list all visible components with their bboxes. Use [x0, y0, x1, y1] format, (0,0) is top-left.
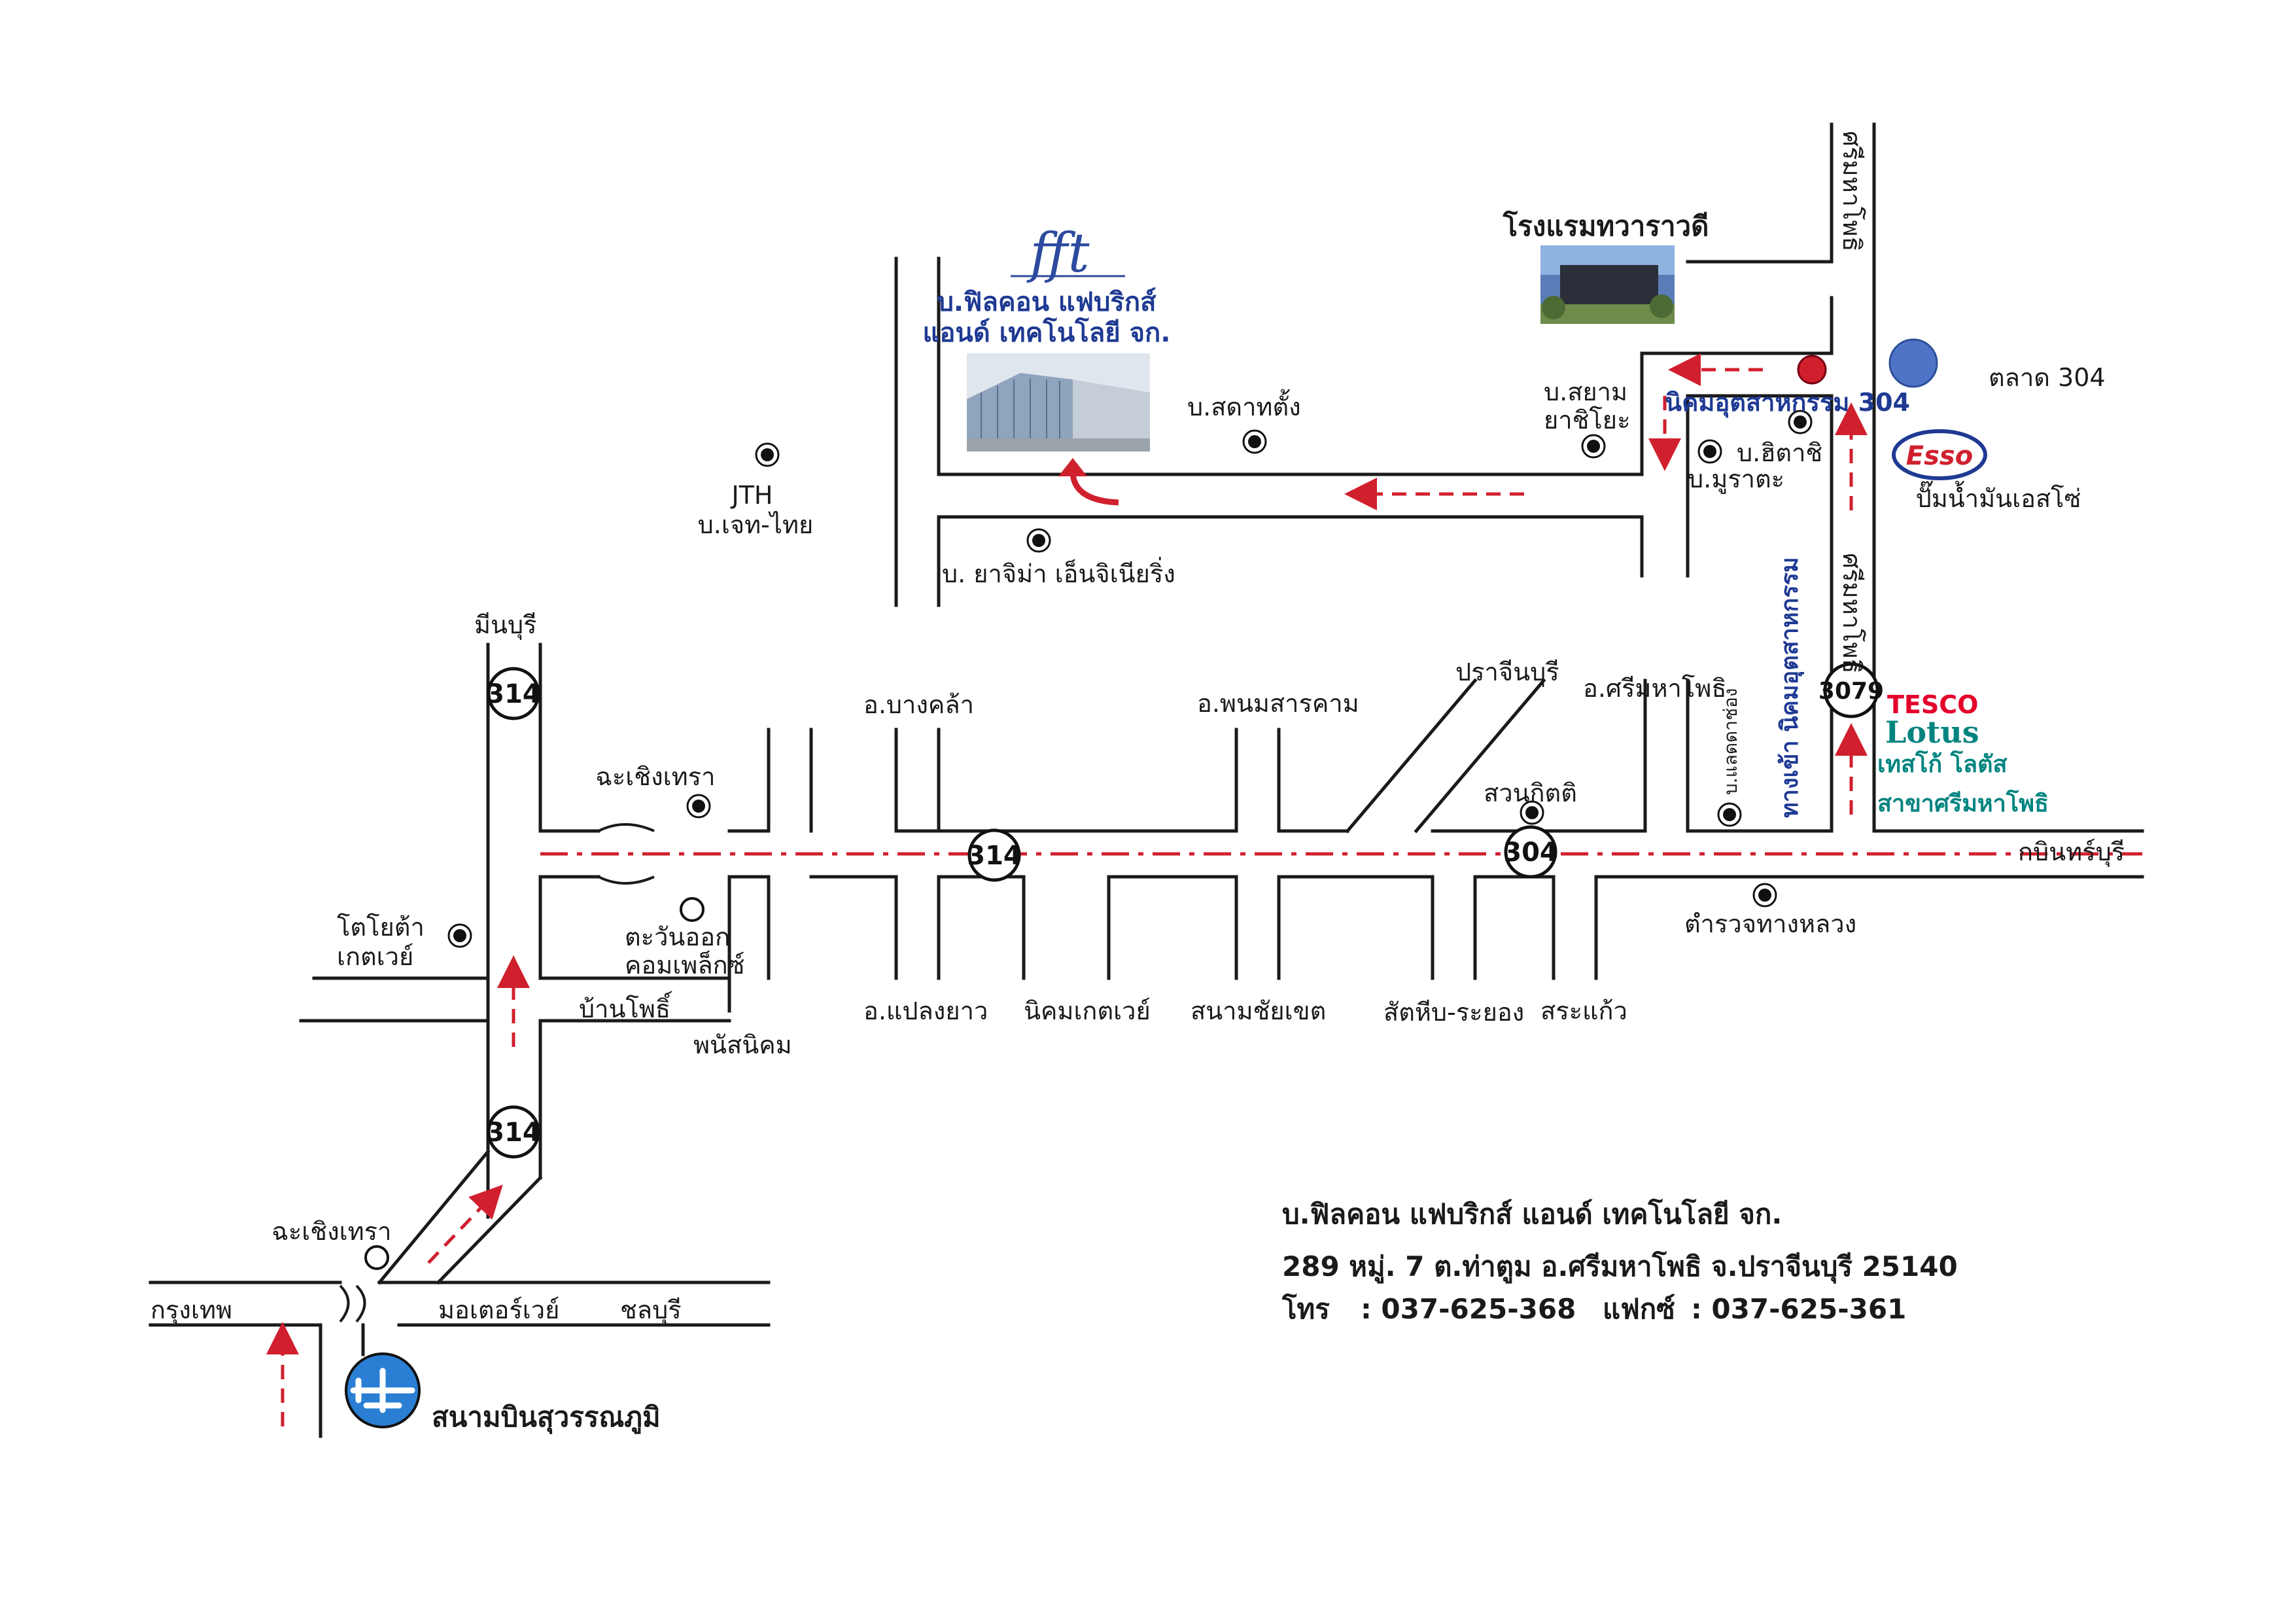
motorway-label: มอเตอร์เวย์ — [438, 1296, 559, 1324]
prachinburi-label: ปราจีนบุรี — [1455, 658, 1559, 687]
sa-kaeo-label: สระแก้ว — [1540, 997, 1627, 1025]
road-network — [148, 122, 2144, 1438]
estate-entrance-label: ทางเข้า นิคมอุตสาหกรรม — [1777, 557, 1805, 818]
poi-yajima — [1026, 528, 1051, 553]
svg-text:314: 314 — [967, 841, 1022, 871]
route-arrow-diagonal — [427, 1184, 503, 1264]
poi-sadatang — [1242, 429, 1267, 454]
company-building-image — [967, 353, 1150, 451]
poi-chachoengsao-top — [686, 794, 711, 819]
minburi-label: มีนบุรี — [474, 610, 537, 640]
phanat-nikhom-label: พนัสนิคม — [693, 1031, 792, 1059]
tesco-lotus-logo: TESCO Lotus — [1885, 690, 1979, 750]
svg-text:314: 314 — [486, 679, 541, 709]
phone-label: โทร — [1281, 1293, 1330, 1325]
poi-hitachi — [1788, 410, 1813, 434]
address-company: บ.ฟิลคอน แฟบริกส์ แอนด์ เทคโนโลยี จก. — [1282, 1198, 1782, 1230]
jth-label-1: JTH — [731, 481, 773, 510]
chonburi-label: ชลบุรี — [620, 1296, 682, 1325]
tesco-label: เทสโก้ โลตัส — [1877, 750, 2007, 778]
chachoengsao-bottom-label: ฉะเชิงเทรา — [271, 1217, 391, 1246]
kabinburi-label: กบินทร์บุรี — [2018, 838, 2125, 867]
poi-suan-kitti — [1520, 800, 1544, 825]
poi-tawan-ok — [680, 897, 704, 922]
sattahip-rayong-label: สัตหีบ-ระยอง — [1383, 998, 1524, 1027]
destination-estate-marker — [1797, 355, 1827, 385]
esso-logo: Esso — [1892, 429, 1987, 480]
company-name-line1: บ.ฟิลคอน แฟบริกส์ — [937, 287, 1157, 317]
svg-text:fft: fft — [1026, 222, 1090, 285]
suan-kitti-label: สวนกิตติ — [1484, 779, 1577, 807]
poi-lat-ya — [1717, 802, 1742, 827]
srimahaphot-district-label: อ.ศรีมหาโพธิ — [1583, 674, 1727, 703]
hotel-label: โรงแรมทวาราวดี — [1503, 210, 1709, 242]
market-304-marker — [1888, 338, 1938, 388]
phone-value: : 037-625-368 — [1361, 1293, 1576, 1325]
poi-highway-police — [1752, 883, 1777, 908]
esso-label: ปั๊มน้ำมันเอสโซ่ — [1916, 480, 2081, 513]
poi-siam-yachiyo — [1581, 434, 1606, 459]
map-labels: ตลาด 304 บ.สยาม ยาชิโยะ นิคมอุตสาหกรรม 3… — [150, 131, 2125, 1434]
srimahaphot-road-top-label: ศรีมหาโพธิ — [1837, 131, 1866, 252]
toyota-label-1: โตโยต้า — [337, 913, 425, 942]
sanam-chai-khet-label: สนามชัยเขต — [1191, 997, 1326, 1025]
shield-304: 304 — [1503, 825, 1558, 879]
svg-text:Esso: Esso — [1906, 441, 1973, 471]
bangkok-label: กรุงเทพ — [150, 1296, 232, 1325]
company-logo: fft — [1011, 222, 1125, 285]
poi-markers — [364, 338, 1938, 1270]
tawan-ok-label-2: คอมเพล็กซ์ — [625, 950, 744, 980]
poi-chachoengsao-bottom — [364, 1245, 389, 1270]
company-name-line2: แอนด์ เทคโนโลยี จก. — [923, 317, 1171, 348]
estate-304-label: นิคมอุตสาหกรรม 304 — [1665, 388, 1910, 418]
plaeng-yao-label: อ.แปลงยาว — [863, 997, 988, 1025]
chachoengsao-top-label: ฉะเชิงเทรา — [595, 762, 715, 791]
fax-label: แฟกซ์ — [1603, 1293, 1675, 1325]
shield-314-low: 314 — [486, 1105, 541, 1159]
srimahaphot-road-mid-label: ศรีมหาโพธิ — [1837, 553, 1866, 674]
bang-khla-label: อ.บางคล้า — [863, 690, 974, 719]
jth-label-2: บ.เจท-ไทย — [698, 510, 814, 539]
svg-text:3079: 3079 — [1818, 678, 1884, 705]
hitachi-label: บ.ฮิตาชิ — [1737, 438, 1822, 467]
svg-text:314: 314 — [486, 1118, 541, 1148]
destination-turn-arrow — [1070, 470, 1119, 506]
yajima-label: บ. ยาจิม่า เอ็นจิเนียริ่ง — [942, 557, 1175, 588]
address-line: 289 หมู่. 7 ต.ท่าตูม อ.ศรีมหาโพธิ จ.ปราจ… — [1282, 1250, 1958, 1284]
route-arrows — [266, 353, 1868, 1426]
nikhom-gateway-label: นิคมเกตเวย์ — [1024, 997, 1151, 1025]
siam-yachiyo-label-2: ยาชิโยะ — [1544, 406, 1630, 434]
ban-pho-label: บ้านโพธิ์ — [579, 991, 672, 1023]
svg-text:Lotus: Lotus — [1885, 715, 1979, 750]
shield-314-mid: 314 — [967, 828, 1022, 882]
tesco-branch-label: สาขาศรีมหาโพธิ — [1877, 789, 2049, 817]
market-label: ตลาด 304 — [1989, 363, 2106, 392]
overpass-marks — [339, 823, 655, 1323]
poi-murata — [1697, 439, 1722, 464]
poi-toyota — [447, 923, 472, 948]
highway-police-label: ตำรวจทางหลวง — [1684, 909, 1856, 938]
murata-label: บ.มูราตะ — [1688, 465, 1784, 494]
svg-text:TESCO: TESCO — [1887, 690, 1978, 719]
sadatang-label: บ.สดาทตั้ง — [1187, 389, 1301, 421]
phanom-sarakham-label: อ.พนมสารคาม — [1197, 689, 1359, 718]
fax-value: : 037-625-361 — [1691, 1293, 1906, 1325]
poi-jth — [755, 442, 780, 467]
address-block: บ.ฟิลคอน แฟบริกส์ แอนด์ เทคโนโลยี จก. 28… — [1281, 1198, 1958, 1325]
tawan-ok-label-1: ตะวันออก — [625, 923, 730, 951]
siam-yachiyo-label-1: บ.สยาม — [1544, 378, 1627, 406]
airport-icon — [345, 1352, 421, 1428]
airport-label: สนามบินสุวรรณภูมิ — [432, 1401, 661, 1434]
shield-314-top: 314 — [486, 667, 541, 720]
lat-ya-label: บ.แลดดาช่อง — [1720, 688, 1741, 795]
toyota-label-2: เกตเวย์ — [337, 942, 413, 971]
svg-text:304: 304 — [1503, 838, 1558, 868]
route-shields: 314 314 314 304 3079 — [486, 662, 1884, 1159]
hotel-image — [1540, 245, 1675, 324]
shield-3079: 3079 — [1818, 662, 1884, 718]
